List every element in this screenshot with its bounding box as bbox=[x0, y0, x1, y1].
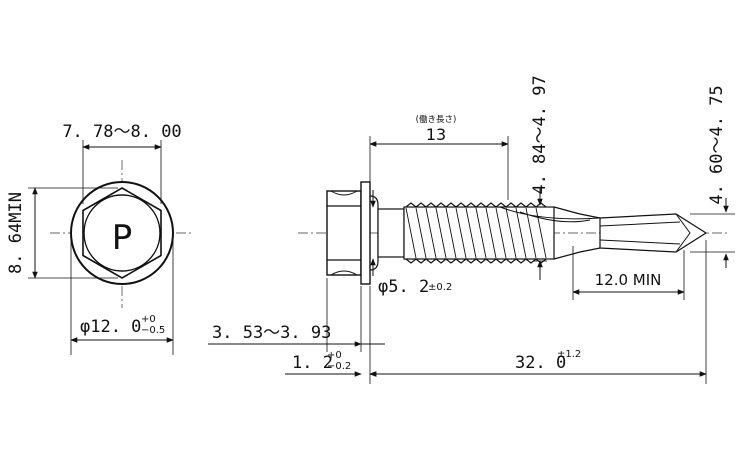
thread-helix-line bbox=[475, 207, 487, 259]
dim-washer-thk-tol-lower: −0.2 bbox=[327, 361, 351, 372]
thread-taper bbox=[553, 206, 601, 260]
thread-helix-line bbox=[405, 207, 417, 259]
dim-across-flats: 7. 78～8. 00 bbox=[62, 122, 181, 142]
dim-across-corners: 8. 64MIN bbox=[6, 192, 26, 274]
dim-drill-length: 12.0 MIN bbox=[595, 271, 662, 289]
dim-washer-thk-tol-upper: +0 bbox=[327, 350, 342, 361]
dim-washer-thk: 1. 2 bbox=[292, 353, 333, 373]
thread-helix-line bbox=[485, 207, 497, 259]
thread-helix-line bbox=[445, 207, 457, 259]
dim-washer-tol-lower: −0.5 bbox=[141, 325, 165, 336]
thread-lines bbox=[405, 207, 547, 259]
thread-helix-line bbox=[425, 207, 437, 259]
chamfer-circle bbox=[83, 194, 161, 272]
shank bbox=[377, 208, 405, 258]
dim-total-length: 32. 0 bbox=[515, 353, 566, 373]
thread-helix-line bbox=[435, 207, 447, 259]
dim-washer-dia: φ12. 0 bbox=[80, 317, 141, 337]
thread-helix-line bbox=[515, 207, 527, 259]
head-end-view: P 7. 78～8. 00 8. 64MIN φ12. 0 +0 −0.5 bbox=[6, 122, 192, 355]
dim-shank-dia: φ5. 2 bbox=[378, 277, 429, 297]
working-length-note: (働き長さ) bbox=[416, 114, 457, 125]
thread-helix-line bbox=[465, 207, 477, 259]
dim-working-length: 13 bbox=[426, 125, 446, 144]
dim-head-height: 3. 53～3. 93 bbox=[212, 323, 331, 343]
dim-shank-dia-tol: ±0.2 bbox=[428, 282, 452, 293]
side-view: (働き長さ) 13 4. 84～4. 97 4. 60～4. 75 φ5. 2 … bbox=[208, 75, 735, 384]
thread-helix-line bbox=[415, 207, 427, 259]
head-mark: P bbox=[112, 218, 133, 258]
thread-crest-top bbox=[405, 202, 547, 208]
hex-head-outline bbox=[82, 187, 162, 279]
hex-head-side bbox=[326, 190, 362, 276]
thread-helix-line bbox=[495, 207, 507, 259]
thread-helix-line bbox=[505, 207, 517, 259]
dim-total-length-tol: ±1.2 bbox=[557, 349, 581, 360]
dim-washer-tol-upper: +0 bbox=[141, 314, 156, 325]
drill-flute bbox=[599, 213, 691, 253]
thread-crest-bottom bbox=[405, 258, 547, 264]
dim-drill-dia: 4. 60～4. 75 bbox=[707, 85, 727, 204]
thread-body bbox=[403, 206, 555, 260]
drill-point bbox=[599, 213, 708, 253]
thread-helix-line bbox=[525, 207, 537, 259]
flute bbox=[499, 206, 601, 223]
hex-chamfer bbox=[330, 190, 358, 276]
washer-side bbox=[360, 181, 371, 285]
thread-helix-line bbox=[455, 207, 467, 259]
dim-thread-dia: 4. 84～4. 97 bbox=[530, 75, 550, 194]
